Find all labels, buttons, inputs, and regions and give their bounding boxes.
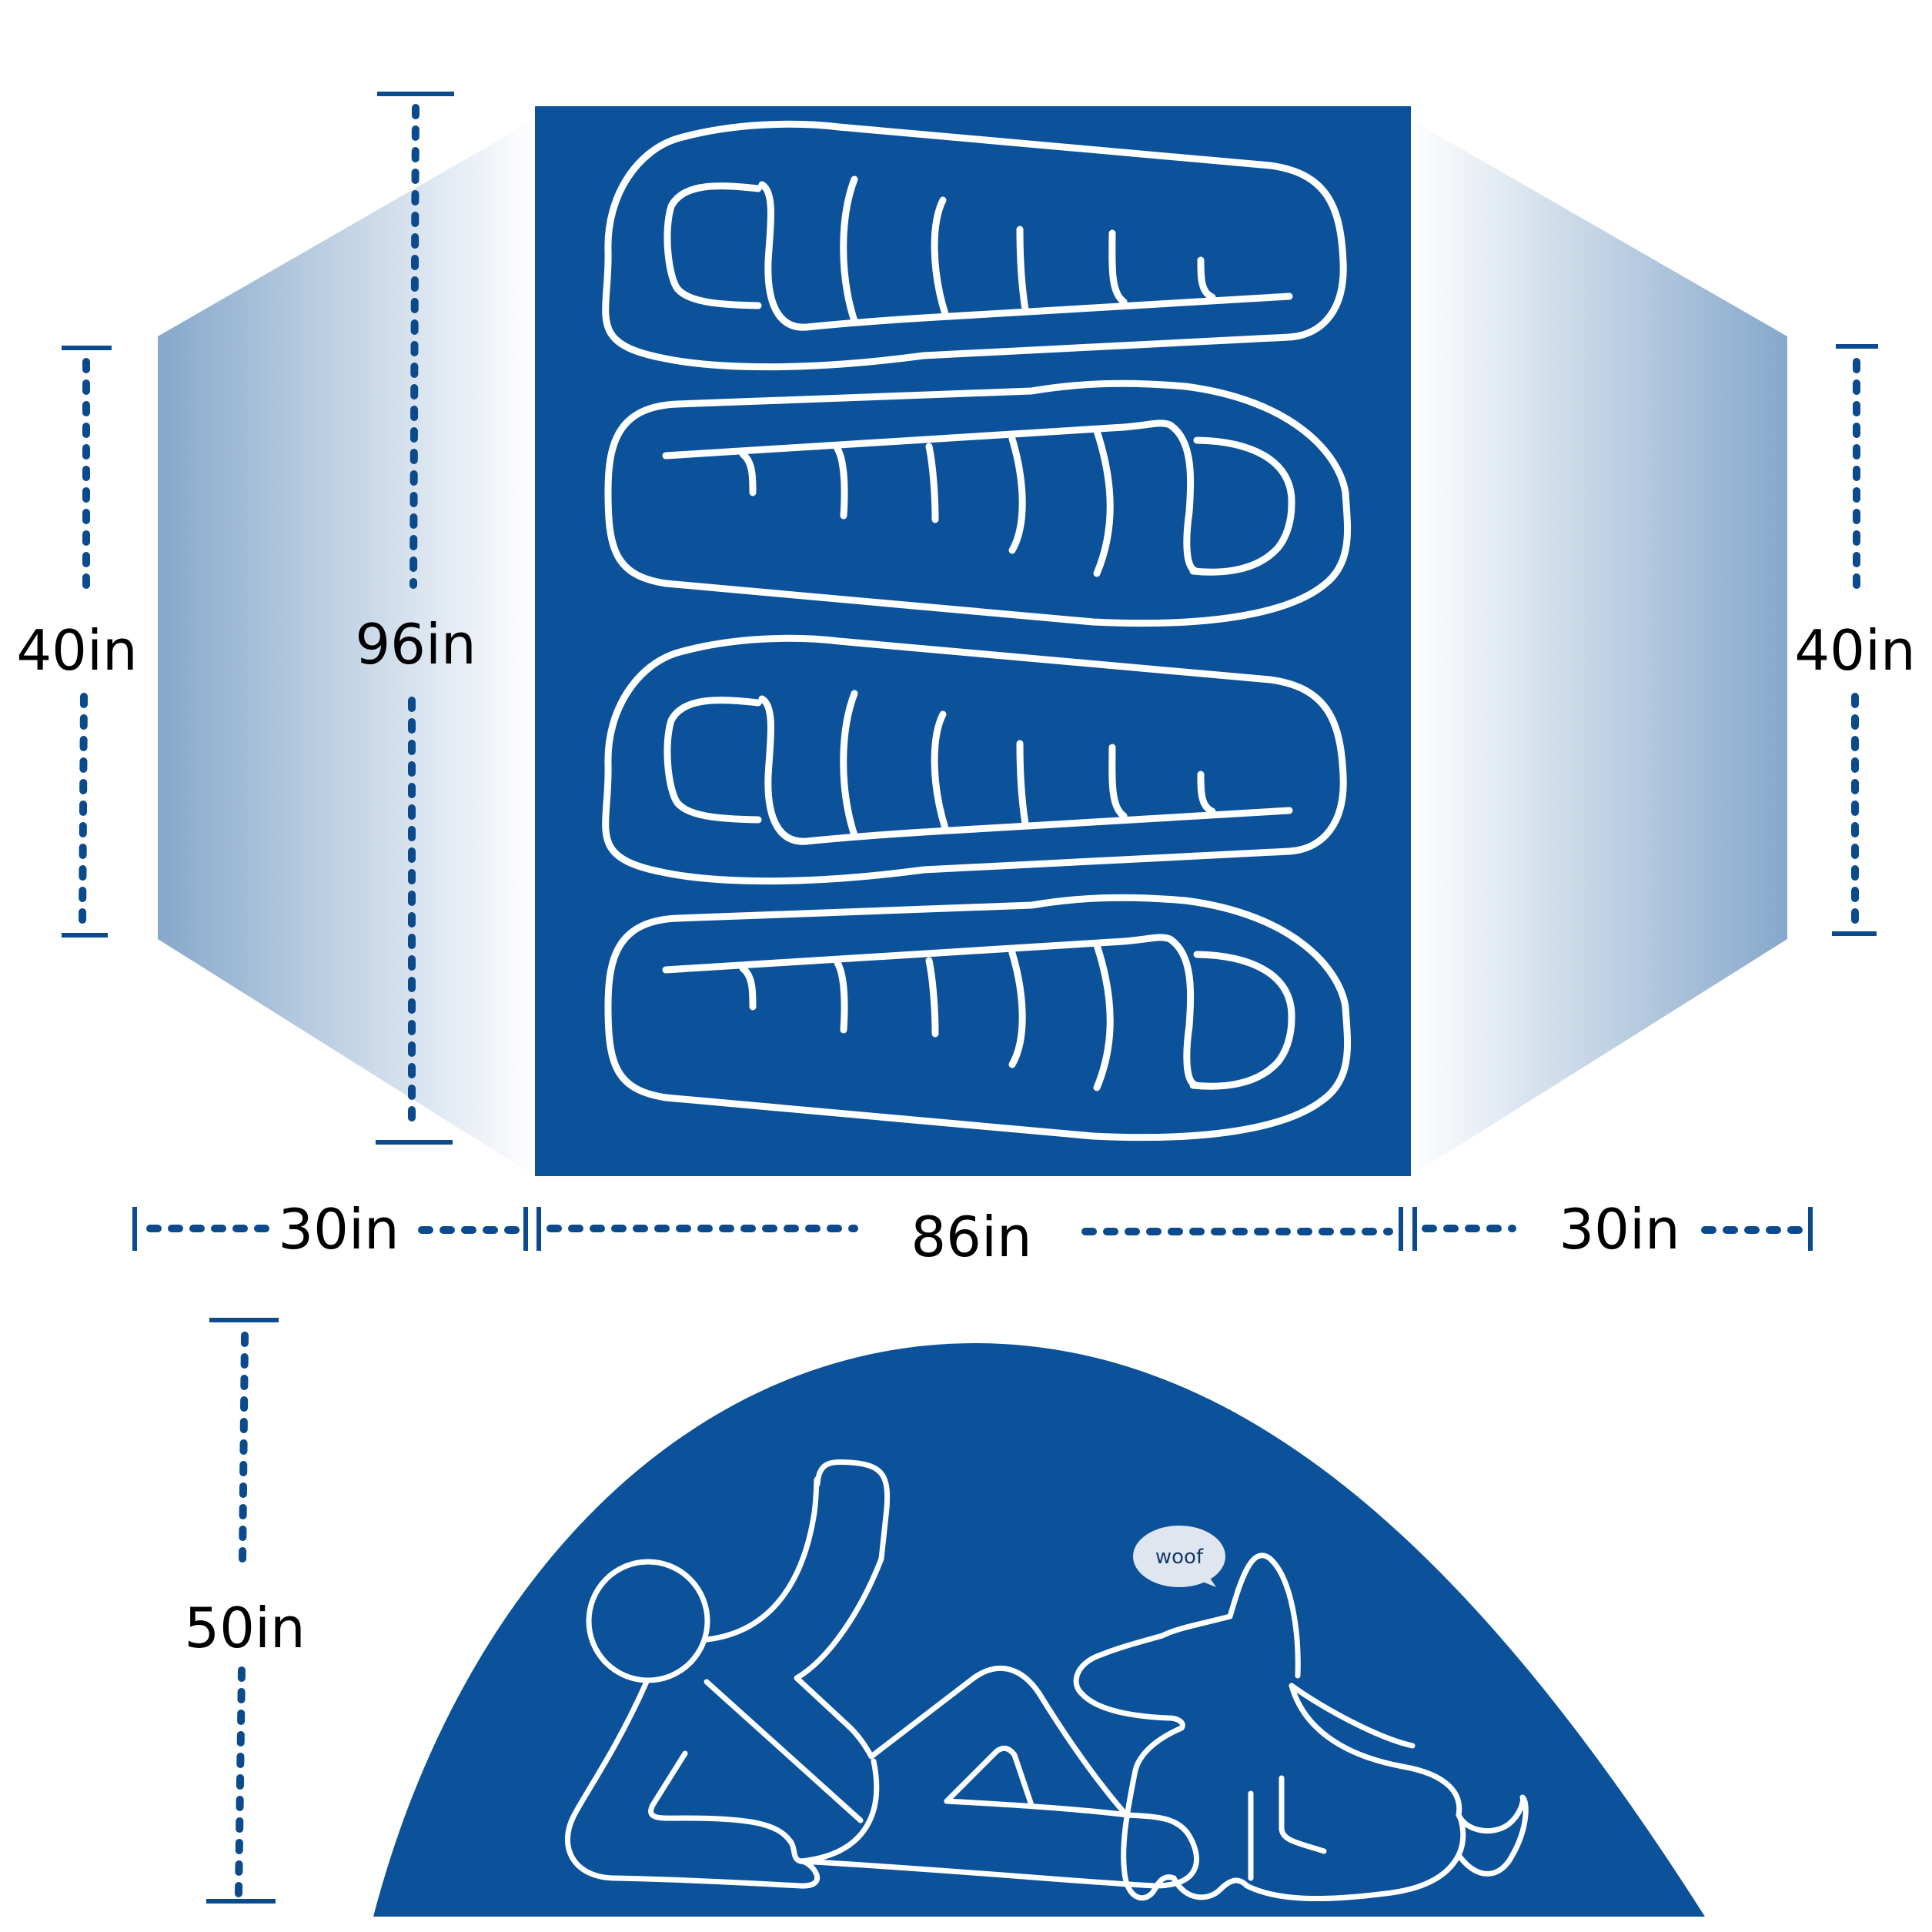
peak-height-label: 50in (184, 1596, 305, 1660)
floor-plan: 40in 96in 40in (16, 92, 1916, 1269)
dimension-left-vestibule-height: 40in (16, 346, 138, 938)
vestibule-right-height-label: 40in (1794, 618, 1915, 683)
speech-bubble-text: woof (1155, 1546, 1204, 1569)
sleeping-bags (602, 120, 1352, 1137)
dog-figure (1073, 1553, 1529, 1902)
dimension-peak-height: 50in (184, 1318, 306, 1904)
dimension-right-vestibule-height: 40in (1794, 344, 1916, 936)
interior-height-label: 96in (355, 612, 476, 677)
tent-interior-floor (535, 106, 1411, 1176)
person-figure (564, 1459, 1199, 1889)
vestibule-left (158, 119, 535, 1176)
interior-width-label: 86in (911, 1205, 1031, 1269)
side-view: 50in (184, 1318, 1705, 1917)
dimension-widths: 30in 86in 30in (132, 1197, 1813, 1269)
tent-dome (373, 1343, 1705, 1917)
sleeping-bag-1 (602, 120, 1347, 371)
sleeping-bag-2 (604, 379, 1352, 627)
vestibule-right (1410, 119, 1787, 1176)
vestibule-left-height-label: 40in (16, 618, 137, 683)
dimension-interior-height: 96in (355, 92, 476, 1145)
dog-speech-bubble: woof (1133, 1526, 1225, 1587)
vestibule-right-width-label: 30in (1559, 1197, 1680, 1262)
vestibule-left-width-label: 30in (278, 1197, 399, 1262)
